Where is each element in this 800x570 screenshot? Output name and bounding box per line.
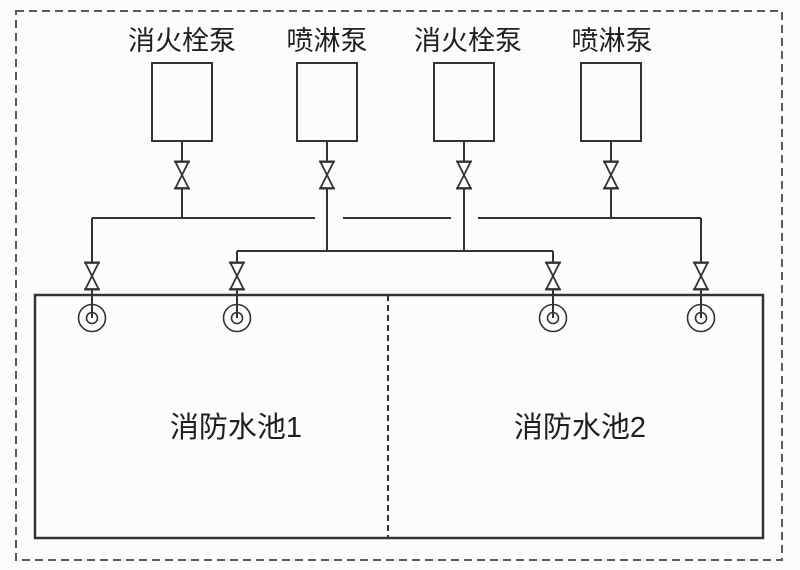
outer-dashed-border [15, 10, 783, 561]
pump-1-box [151, 62, 213, 142]
valve-icon-pump-2 [318, 160, 336, 190]
tank-2-label: 消防水池2 [514, 411, 646, 444]
pump-1-label: 消火栓泵 [128, 26, 236, 56]
pump-2-box [296, 62, 358, 142]
pump-3-label: 消火栓泵 [414, 26, 522, 56]
valve-icon-tank2-left [544, 261, 562, 291]
pump-boxes [151, 62, 642, 142]
pump-4-label: 喷淋泵 [572, 26, 653, 56]
valve-icon-tank1-right [228, 261, 246, 291]
valve-icon-pump-4 [602, 160, 620, 190]
fire-water-tank-outline [33, 293, 765, 540]
valve-icon-tank2-right [692, 261, 710, 291]
valve-icon-pump-3 [455, 160, 473, 190]
tank-suction-inlets [77, 303, 716, 333]
pump-valves [173, 160, 620, 190]
valve-icon-pump-1 [173, 160, 191, 190]
pump-3-box [433, 62, 495, 142]
suction-valves [83, 261, 710, 291]
pump-4-box [580, 62, 642, 142]
valve-icon-tank1-left [83, 261, 101, 291]
tank-1-label: 消防水池1 [170, 411, 302, 444]
labels: 消火栓泵 喷淋泵 消火栓泵 喷淋泵 消防水池1 消防水池2 [128, 26, 653, 444]
pump-2-label: 喷淋泵 [287, 26, 368, 56]
